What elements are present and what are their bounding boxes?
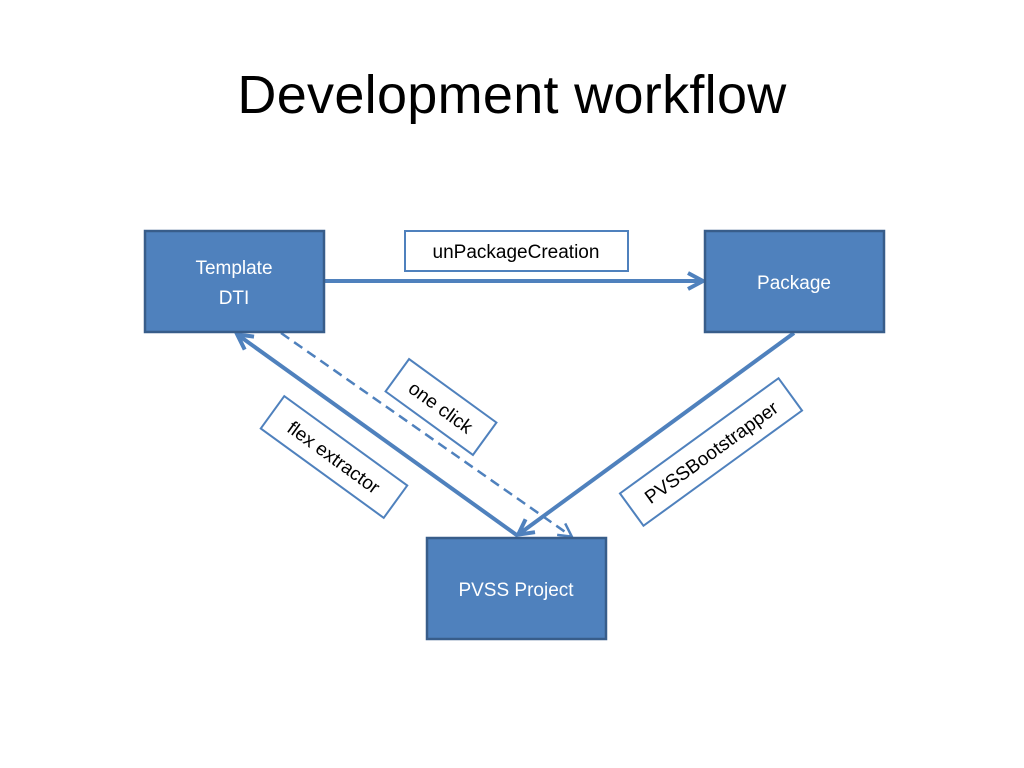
edge-label-pvssbootstrapper-text: PVSSBootstrapper [641,397,783,508]
edge-label-pvssbootstrapper: PVSSBootstrapper [618,376,804,528]
arrow-project-to-template [238,335,520,538]
slide-title: Development workflow [237,65,787,125]
arrow-package-to-project [519,331,796,534]
arrow-template-to-project-dashed [280,331,574,539]
node-template-line1: Template [195,258,272,279]
edge-label-flex-extractor: flex extractor [259,394,409,520]
node-pvss-project: PVSS Project [425,536,608,641]
node-package-label: Package [757,273,831,294]
edge-label-unpackagecreation-text: unPackageCreation [433,242,600,263]
edge-label-one-click: one click [384,357,498,457]
node-template-dti: Template DTI [143,229,326,334]
node-package: Package [703,229,886,334]
node-pvss-project-label: PVSS Project [458,580,574,601]
edge-label-unpackagecreation: unPackageCreation [404,230,629,272]
node-template-line2: DTI [219,288,250,309]
